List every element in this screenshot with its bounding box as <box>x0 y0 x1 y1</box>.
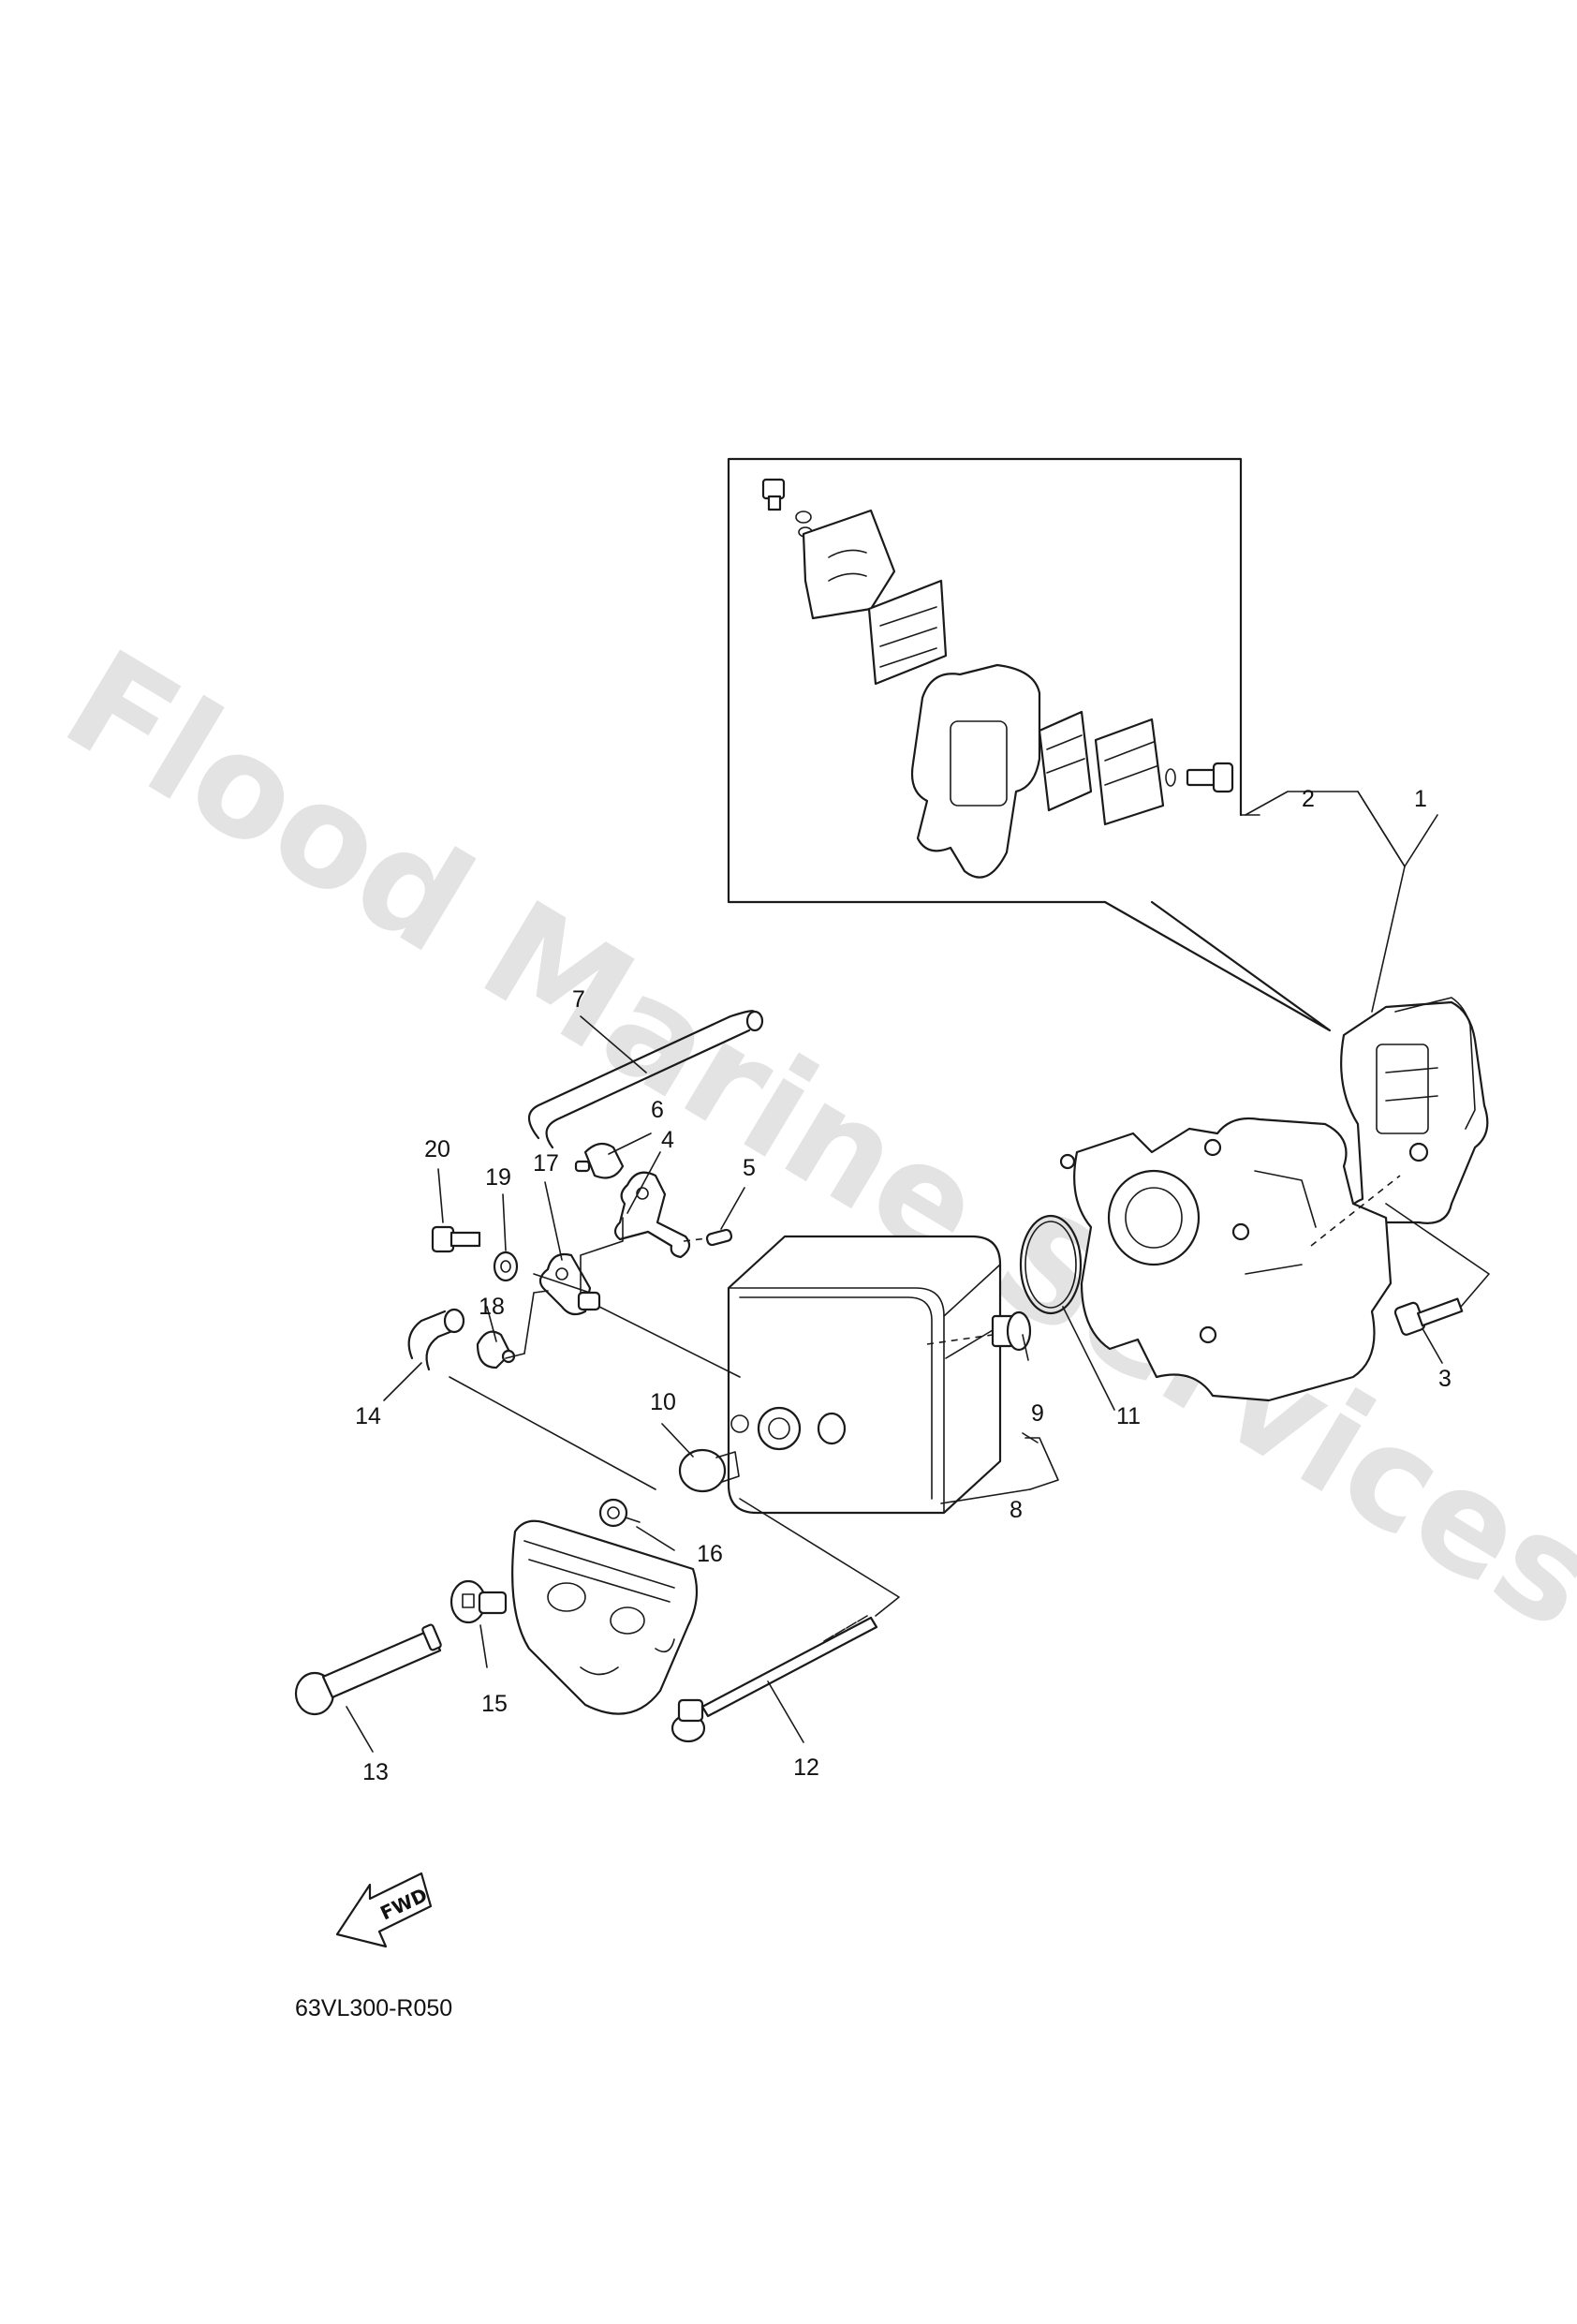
callout-labels: 1 2 3 4 5 6 7 8 9 10 11 12 13 14 15 16 1… <box>355 786 1452 1785</box>
callout-20: 20 <box>424 1136 450 1162</box>
callout-8: 8 <box>1010 1497 1023 1523</box>
inset-bolt <box>1165 762 1234 793</box>
callout-14: 14 <box>355 1403 381 1429</box>
part-10-cap <box>678 1448 740 1493</box>
callout-17: 17 <box>533 1150 559 1177</box>
part-14-hose <box>407 1308 656 1490</box>
part-18-clip <box>476 1290 549 1369</box>
front-panel <box>511 1519 699 1715</box>
callout-3: 3 <box>1438 1366 1452 1392</box>
callout-1: 1 <box>1414 786 1427 812</box>
part-15-knob <box>450 1579 508 1624</box>
callout-7: 7 <box>572 986 585 1013</box>
reed-valve-assembly <box>1340 997 1489 1236</box>
inset-reed-valve <box>867 579 948 686</box>
part-4-bracket <box>613 1171 691 1259</box>
callout-6: 6 <box>651 1097 664 1123</box>
leader-lines <box>346 791 1443 1753</box>
part-12-long-bolt <box>671 1498 900 1743</box>
diagram-code: 63VL300-R050 <box>295 1995 452 2021</box>
part-3-bolt <box>1385 1203 1490 1336</box>
part-20-screw <box>431 1225 481 1253</box>
inset-screw-small <box>761 478 813 538</box>
part-6-clamp <box>574 1142 625 1179</box>
inset-valve-stopper <box>802 509 896 620</box>
callout-2: 2 <box>1302 786 1315 812</box>
callout-11: 11 <box>1116 1403 1141 1429</box>
callout-10: 10 <box>650 1389 676 1415</box>
part-17-lever <box>533 1217 741 1378</box>
part-13-rod <box>294 1623 442 1716</box>
part-7-hose <box>527 1010 764 1149</box>
callout-13: 13 <box>362 1759 389 1785</box>
callout-16: 16 <box>697 1541 723 1567</box>
fwd-arrow-icon: FWD <box>335 1872 433 1948</box>
inset-gasket <box>910 663 1041 879</box>
callout-19: 19 <box>485 1164 511 1191</box>
part-16-grommet <box>598 1498 641 1528</box>
carburetor-body <box>1059 1117 1401 1402</box>
callout-4: 4 <box>661 1127 674 1153</box>
part-11-o-ring <box>1019 1214 1083 1315</box>
part-8-silencer <box>727 1235 1002 1515</box>
callout-12: 12 <box>793 1754 819 1781</box>
reed-valve-detail-inset <box>727 457 1332 1032</box>
part-5-pin <box>683 1228 733 1247</box>
part-19-washer <box>493 1251 519 1282</box>
callout-9: 9 <box>1031 1400 1044 1427</box>
inset-reed-assembly <box>1038 710 1165 826</box>
callout-5: 5 <box>743 1155 756 1181</box>
callout-18: 18 <box>479 1294 505 1320</box>
callout-15: 15 <box>481 1691 508 1717</box>
